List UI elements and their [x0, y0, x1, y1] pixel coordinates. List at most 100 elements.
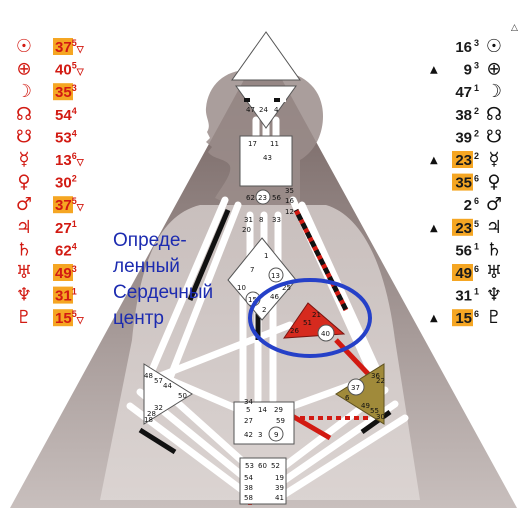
spleen-gate-28: 28 [147, 410, 156, 418]
heart-gate-26: 26 [290, 327, 299, 335]
gate-highlight [53, 196, 73, 214]
design-row: ☽353 [16, 81, 77, 102]
design-column: ☉375▽⊕405▽☽353☊544☋534☿136▽♀302♂375▽♃271… [16, 36, 85, 328]
root-center[interactable] [239, 457, 287, 505]
design-gate: 534 [55, 128, 77, 146]
design-mark: ▽ [76, 157, 85, 167]
design-row: ♃271 [16, 217, 77, 238]
throat-gate-17: 17 [248, 140, 257, 148]
design-line: 4 [72, 106, 77, 116]
root-gate-38: 38 [244, 484, 253, 492]
solar-plexus-gate-55: 55 [370, 407, 379, 415]
planet-icon: ☽ [16, 81, 32, 102]
design-line: 4 [72, 128, 77, 138]
corner-mark: △ [511, 23, 518, 33]
gate-highlight [53, 286, 73, 304]
personality-line: 6 [474, 264, 479, 274]
planet-icon: ⊕ [16, 59, 31, 80]
head-center[interactable] [231, 31, 301, 81]
sacral-gate-9: 9 [274, 431, 278, 439]
throat-center[interactable] [239, 135, 293, 187]
design-row: ♂375▽ [16, 194, 85, 215]
design-line: 5 [72, 309, 77, 319]
throat-gate-62: 62 [246, 194, 255, 202]
heart-gate-21: 21 [312, 311, 321, 319]
sacral-gate-14: 14 [258, 406, 267, 414]
root-gate-19: 19 [275, 474, 284, 482]
solar-plexus-gate-36: 36 [371, 372, 380, 380]
personality-mark: ▲ [430, 65, 438, 76]
solar-plexus-gate-30: 30 [376, 413, 385, 421]
planet-icon: ♃ [486, 217, 502, 238]
planet-icon: ☿ [488, 149, 499, 170]
planet-icon: ☿ [18, 149, 29, 170]
g-gate-15: 15 [248, 296, 257, 304]
g-gate-13: 13 [271, 272, 280, 280]
design-gate: 405▽ [55, 61, 85, 79]
throat-gate-35: 35 [285, 187, 294, 195]
planet-icon: ♇ [16, 307, 32, 328]
throat-gate-23: 23 [258, 194, 267, 202]
spleen-gate-32: 32 [154, 404, 163, 412]
ajna-mark-right [274, 98, 280, 102]
sacral-gate-9-ring [268, 426, 284, 442]
design-row: ♄624 [16, 239, 77, 260]
gate-highlight [452, 309, 473, 327]
design-row: ♇ 155▽ [16, 307, 85, 328]
sacral-center[interactable] [233, 401, 295, 445]
design-line: 3 [72, 83, 77, 93]
throat-gate-16: 16 [285, 197, 294, 205]
design-line: 5 [72, 61, 77, 71]
root-gate-53: 53 [245, 462, 254, 470]
g-gate-7: 7 [250, 266, 254, 274]
design-mark: ▽ [76, 315, 85, 325]
design-gate: 155▽ [55, 309, 85, 327]
ajna-mark-left [244, 98, 250, 102]
planet-icon: ☽ [486, 81, 502, 102]
root-gate-41: 41 [275, 494, 284, 502]
personality-gate: 9 [464, 62, 472, 79]
design-mark: ▽ [76, 67, 85, 77]
root-gate-52: 52 [271, 462, 280, 470]
gate-highlight [452, 173, 473, 191]
design-line: 1 [72, 219, 77, 229]
personality-gate: 23 [455, 220, 472, 237]
planet-icon: ☉ [486, 36, 502, 57]
personality-line: 6 [474, 309, 479, 319]
ajna-gate-4: 4 [274, 106, 279, 114]
g-gate-25: 25 [282, 284, 291, 292]
throat-gate-33: 33 [272, 216, 281, 224]
personality-line: 2 [474, 128, 479, 138]
personality-line: 1 [474, 287, 479, 297]
ajna-gate-47: 47 [246, 106, 255, 114]
spleen-center[interactable] [143, 363, 193, 425]
design-gate: 136▽ [55, 151, 85, 169]
g-center[interactable] [227, 237, 297, 321]
planet-icon: ♂ [486, 194, 502, 215]
planet-icon: ♆ [16, 285, 32, 306]
annotation-line-3: Сердечный [113, 282, 213, 303]
design-row: ☊544 [16, 104, 77, 125]
gate-highlight [452, 264, 473, 281]
throat-gate-56: 56 [272, 194, 281, 202]
personality-gate: 35 [455, 175, 472, 192]
annotation-line-4: центр [113, 308, 164, 329]
heart-gate-40-ring [317, 324, 335, 342]
personality-gate: 39 [455, 129, 472, 146]
spleen-gate-44: 44 [163, 382, 172, 390]
planet-icon: ♇ [486, 307, 502, 328]
sacral-gate-42: 42 [244, 431, 253, 439]
solar-plexus-gate-37-ring [347, 378, 365, 396]
planet-icon: ☊ [486, 104, 502, 125]
personality-gate: 16 [455, 39, 472, 56]
design-line: 6 [72, 151, 77, 161]
design-mark: ▽ [76, 202, 85, 212]
